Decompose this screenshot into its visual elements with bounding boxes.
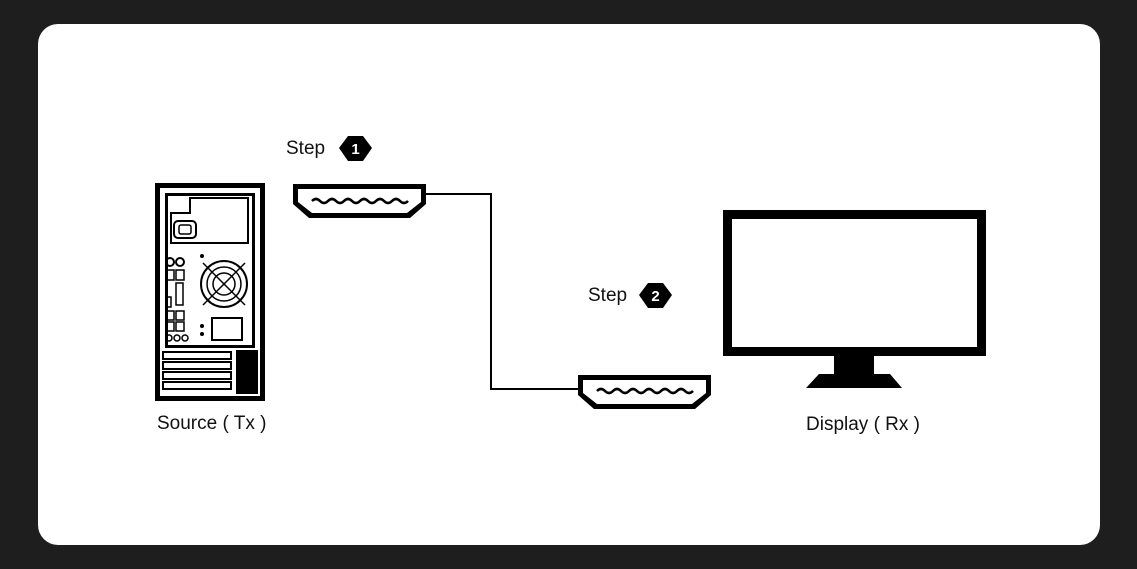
step-2-number: 2 bbox=[651, 288, 659, 305]
step-1-number: 1 bbox=[351, 141, 359, 158]
fan-icon bbox=[200, 260, 248, 308]
hdmi-connector-icon bbox=[578, 375, 711, 409]
step-1-badge: 1 bbox=[339, 136, 372, 161]
monitor-icon bbox=[723, 210, 986, 388]
step-2-badge: 2 bbox=[639, 283, 672, 308]
step-1-label: Step bbox=[286, 138, 326, 159]
hdmi-connector-icon bbox=[293, 184, 426, 218]
step-2-label: Step bbox=[588, 285, 628, 306]
cable-line bbox=[426, 193, 580, 390]
computer-tower-icon bbox=[155, 183, 265, 401]
source-label: Source ( Tx ) bbox=[157, 413, 267, 434]
display-label: Display ( Rx ) bbox=[806, 414, 921, 435]
